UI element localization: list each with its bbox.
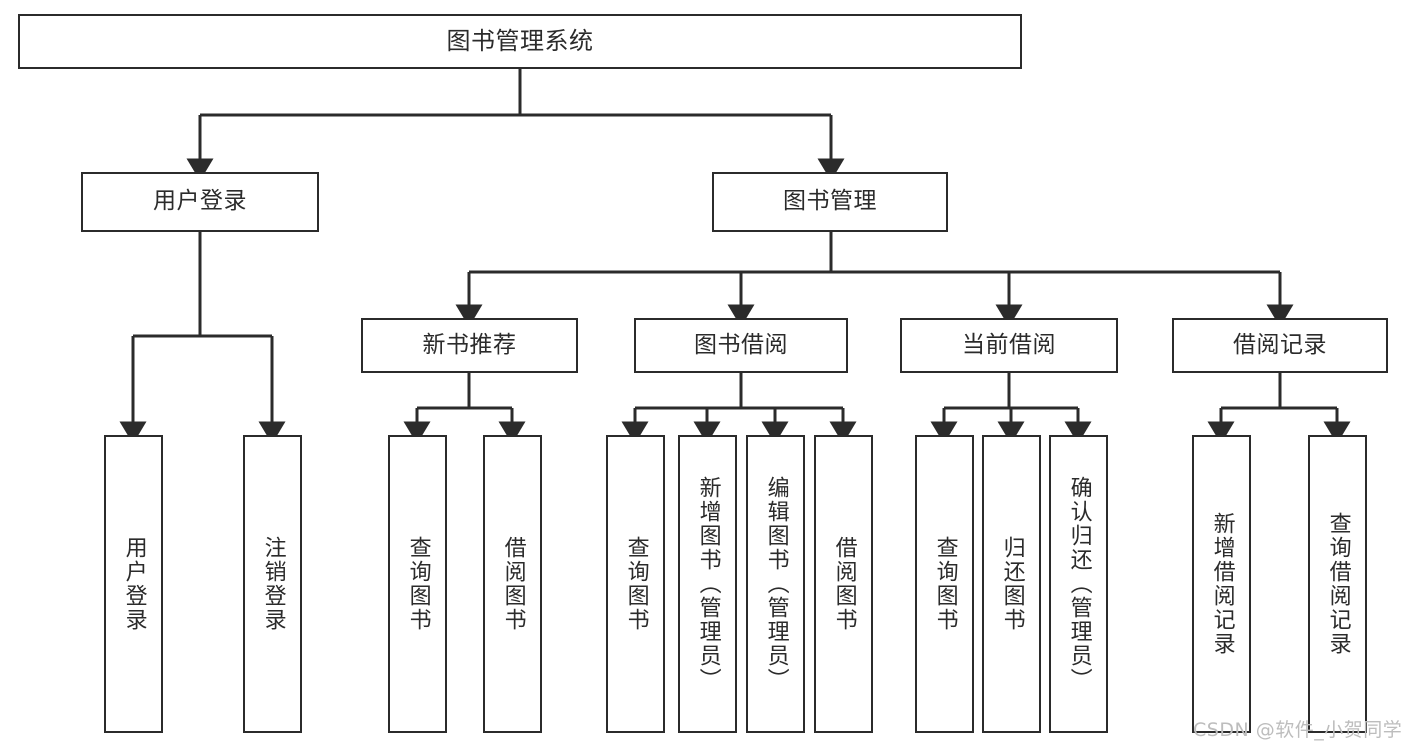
leaf-add-book-admin-label: 新增图书（管理员） [695, 476, 721, 692]
leaf-borrow-book-label: 借阅图书 [831, 536, 857, 632]
leaf-edit-book-admin[interactable]: 编辑图书（管理员） [746, 435, 805, 733]
leaf-add-book-admin[interactable]: 新增图书（管理员） [678, 435, 737, 733]
node-book-borrow-label: 图书借阅 [694, 331, 788, 358]
leaf-confirm-return-admin-label: 确认归还（管理员） [1066, 476, 1092, 692]
leaf-query-borrow-record-label: 查询借阅记录 [1325, 512, 1351, 656]
leaf-return-book[interactable]: 归还图书 [982, 435, 1041, 733]
node-root-label: 图书管理系统 [446, 27, 594, 56]
leaf-edit-book-admin-label: 编辑图书（管理员） [763, 476, 789, 692]
csdn-watermark: CSDN @软件_小贺同学 [1193, 719, 1403, 741]
leaf-logout-label: 注销登录 [260, 536, 286, 632]
node-borrow-record-label: 借阅记录 [1233, 331, 1327, 358]
leaf-add-borrow-record[interactable]: 新增借阅记录 [1192, 435, 1251, 733]
leaf-confirm-return-admin[interactable]: 确认归还（管理员） [1049, 435, 1108, 733]
node-current-borrow[interactable]: 当前借阅 [900, 318, 1118, 373]
leaf-borrow-book[interactable]: 借阅图书 [814, 435, 873, 733]
node-book-management[interactable]: 图书管理 [712, 172, 948, 232]
leaf-query-book-recommend[interactable]: 查询图书 [388, 435, 447, 733]
leaf-add-borrow-record-label: 新增借阅记录 [1209, 512, 1235, 656]
leaf-borrow-book-recommend[interactable]: 借阅图书 [483, 435, 542, 733]
node-borrow-record[interactable]: 借阅记录 [1172, 318, 1388, 373]
node-book-borrow[interactable]: 图书借阅 [634, 318, 848, 373]
leaf-query-book-borrow[interactable]: 查询图书 [606, 435, 665, 733]
node-new-book-recommend-label: 新书推荐 [422, 331, 517, 358]
node-book-management-label: 图书管理 [783, 188, 877, 215]
leaf-user-login[interactable]: 用户登录 [104, 435, 163, 733]
node-new-book-recommend[interactable]: 新书推荐 [361, 318, 578, 373]
leaf-query-book-current[interactable]: 查询图书 [915, 435, 974, 733]
leaf-logout[interactable]: 注销登录 [243, 435, 302, 733]
leaf-query-book-recommend-label: 查询图书 [405, 536, 431, 632]
leaf-query-borrow-record[interactable]: 查询借阅记录 [1308, 435, 1367, 733]
node-root[interactable]: 图书管理系统 [18, 14, 1022, 69]
node-current-borrow-label: 当前借阅 [962, 331, 1056, 358]
node-user-login[interactable]: 用户登录 [81, 172, 319, 232]
leaf-query-book-borrow-label: 查询图书 [623, 536, 649, 632]
leaf-query-book-current-label: 查询图书 [932, 536, 958, 632]
leaf-borrow-book-recommend-label: 借阅图书 [500, 536, 526, 632]
node-user-login-label: 用户登录 [153, 188, 247, 215]
leaf-user-login-label: 用户登录 [121, 536, 147, 632]
leaf-return-book-label: 归还图书 [999, 536, 1025, 632]
